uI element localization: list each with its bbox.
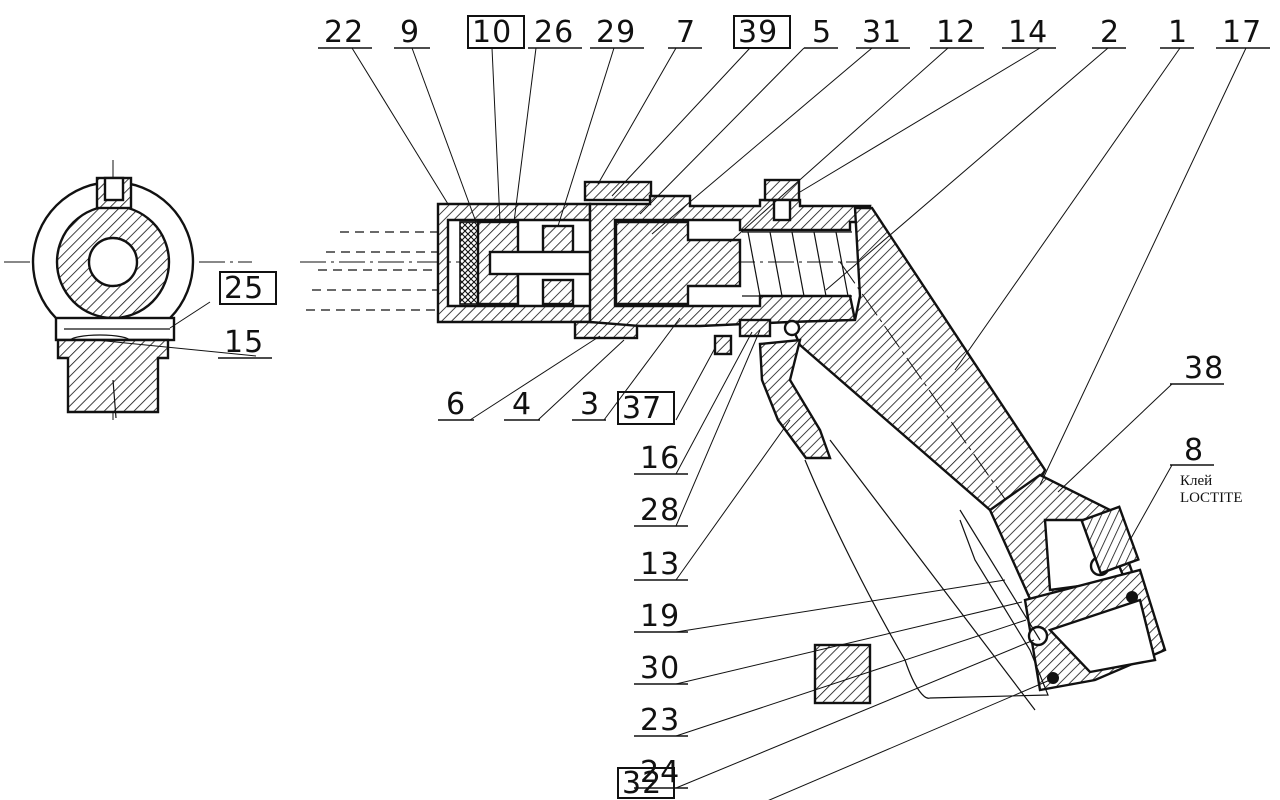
handle-body <box>788 206 1047 512</box>
svg-text:3: 3 <box>580 387 600 422</box>
callout-15: 15 <box>218 325 272 360</box>
section-view <box>4 160 252 420</box>
return-spring <box>747 231 849 297</box>
callout-37: 37 <box>617 391 675 426</box>
callout-26: 26 <box>528 15 582 50</box>
svg-text:9: 9 <box>400 15 420 50</box>
svg-text:19: 19 <box>640 599 680 634</box>
trigger <box>758 338 832 460</box>
o-ring-lower <box>1047 672 1059 684</box>
callout-10: 10 <box>467 15 525 50</box>
svg-text:2: 2 <box>1100 15 1120 50</box>
grip-outline <box>804 459 1049 699</box>
svg-text:10: 10 <box>472 15 512 50</box>
callout-23: 23 <box>634 703 688 738</box>
adhesive-note: Клей LOCTITE <box>1180 473 1242 506</box>
svg-text:17: 17 <box>1222 15 1262 50</box>
callout-38: 38 <box>1170 351 1224 386</box>
callout-32: 32 <box>617 766 675 800</box>
svg-text:37: 37 <box>622 391 662 426</box>
callout-14: 14 <box>1002 15 1056 50</box>
callout-31: 31 <box>856 15 910 50</box>
svg-text:8: 8 <box>1184 433 1204 468</box>
svg-text:24: 24 <box>640 755 680 790</box>
svg-text:13: 13 <box>640 547 680 582</box>
callout-17: 17 <box>1216 15 1270 50</box>
svg-text:31: 31 <box>862 15 902 50</box>
callout-4: 4 <box>504 387 540 422</box>
svg-text:6: 6 <box>446 387 466 422</box>
svg-text:16: 16 <box>640 441 680 476</box>
callout-30: 30 <box>634 651 688 686</box>
callout-39: 39 <box>733 15 791 50</box>
svg-text:39: 39 <box>738 15 778 50</box>
svg-text:30: 30 <box>640 651 680 686</box>
bore-section <box>87 236 139 288</box>
callout-labels: 22 9 10 26 29 7 39 5 31 12 14 2 1 17 25 … <box>218 15 1270 800</box>
callout-22: 22 <box>318 15 372 50</box>
svg-text:23: 23 <box>640 703 680 738</box>
callout-8: 8 <box>1170 433 1214 468</box>
callout-9: 9 <box>394 15 430 50</box>
callout-13: 13 <box>634 547 688 582</box>
o-ring-upper <box>1126 591 1138 603</box>
callout-28: 28 <box>634 493 688 528</box>
callout-29: 29 <box>590 15 644 50</box>
svg-text:1: 1 <box>1168 15 1188 50</box>
svg-text:LOCTITE: LOCTITE <box>1180 490 1242 506</box>
callout-3: 3 <box>572 387 606 422</box>
leader-lines <box>95 47 1247 800</box>
svg-text:22: 22 <box>324 15 364 50</box>
callout-5: 5 <box>804 15 838 50</box>
top-screw <box>763 178 801 202</box>
callout-12: 12 <box>930 15 984 50</box>
svg-text:15: 15 <box>224 325 264 360</box>
svg-text:7: 7 <box>676 15 696 50</box>
svg-text:12: 12 <box>936 15 976 50</box>
svg-text:28: 28 <box>640 493 680 528</box>
callout-16: 16 <box>634 441 688 476</box>
svg-text:Клей: Клей <box>1180 473 1212 489</box>
svg-text:14: 14 <box>1008 15 1048 50</box>
svg-text:38: 38 <box>1184 351 1224 386</box>
callout-25: 25 <box>219 271 277 306</box>
svg-text:26: 26 <box>534 15 574 50</box>
piston <box>614 220 742 306</box>
callout-1: 1 <box>1160 15 1194 50</box>
callout-6: 6 <box>438 387 474 422</box>
callout-19: 19 <box>634 599 688 634</box>
clamp-body-section <box>56 338 170 414</box>
callout-7: 7 <box>668 15 702 50</box>
svg-text:29: 29 <box>596 15 636 50</box>
svg-text:4: 4 <box>512 387 532 422</box>
svg-text:5: 5 <box>812 15 832 50</box>
main-assembly <box>300 178 1167 711</box>
callout-2: 2 <box>1092 15 1126 50</box>
svg-text:25: 25 <box>224 271 264 306</box>
coupling-nut-top <box>583 180 653 202</box>
callout-24: 24 <box>634 755 688 790</box>
svg-text:32: 32 <box>622 766 662 800</box>
